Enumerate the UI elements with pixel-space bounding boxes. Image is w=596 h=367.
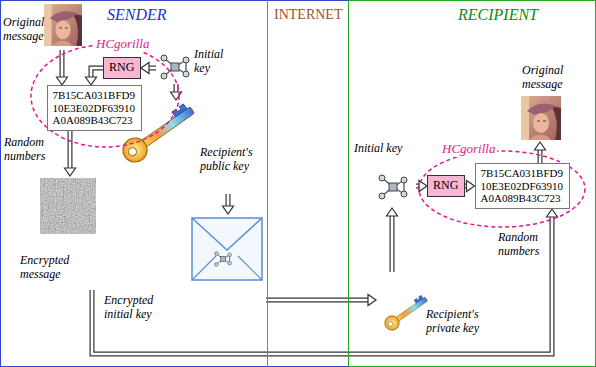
initial-key-icon: Initial key bbox=[156, 46, 242, 84]
encrypted-noise-image bbox=[40, 178, 96, 234]
arrow-shaft-outline bbox=[68, 131, 73, 169]
arrow-head bbox=[535, 142, 546, 150]
envelope-icon: Encrypted initial key bbox=[100, 214, 266, 328]
arrow-shaft-outline bbox=[149, 66, 157, 71]
rng-box: RNG bbox=[103, 57, 141, 79]
arrow-shaft-outline bbox=[92, 217, 552, 355]
arrow-shaft-core bbox=[69, 131, 72, 169]
rng-label: RNG bbox=[109, 61, 134, 75]
private-key-symbol bbox=[382, 293, 431, 333]
message-photo bbox=[44, 4, 82, 46]
hex-digits: 7B15CA031BFD9 10E3E02DF63910 A0A089B43C7… bbox=[53, 89, 136, 127]
envelope-symbol bbox=[192, 218, 262, 280]
arrow-shaft-core bbox=[175, 84, 178, 93]
flow-arrow bbox=[65, 131, 76, 176]
arrow-head bbox=[547, 209, 558, 217]
arrow-shaft-core bbox=[266, 299, 369, 302]
rng-box: RNG bbox=[427, 175, 465, 197]
icon-caption: Initial key bbox=[194, 48, 223, 76]
sender-zone: SENDEROriginal messageHCgorillaRNG7B15CA… bbox=[0, 0, 268, 367]
arrow-head bbox=[57, 77, 68, 85]
random-number-box: 7B15CA031BFD9 10E3E02DF63910 A0A089B43C7… bbox=[47, 85, 142, 131]
chip-name: HCgorilla bbox=[94, 37, 151, 52]
arrow-head bbox=[467, 181, 475, 192]
arrow-head bbox=[387, 208, 398, 216]
label-holder: Random numbers bbox=[4, 136, 45, 164]
icon-caption: Encrypted initial key bbox=[104, 294, 166, 322]
envelope-fold bbox=[192, 256, 262, 280]
arrow-shaft-core bbox=[227, 194, 230, 207]
flow-arrow bbox=[266, 295, 376, 306]
message-photo bbox=[521, 96, 561, 140]
flow-arrow bbox=[387, 208, 398, 272]
flow-arrow bbox=[92, 209, 558, 354]
envelope-flap bbox=[192, 218, 262, 250]
image-caption: Encrypted message bbox=[20, 254, 69, 282]
flow-arrow bbox=[86, 68, 104, 85]
encrypted-image: Encrypted message bbox=[16, 176, 100, 290]
message-image: Original message bbox=[500, 62, 586, 142]
flow-arrow bbox=[57, 50, 68, 85]
label-holder: Random numbers bbox=[498, 231, 539, 259]
zone-title: INTERNET bbox=[274, 7, 342, 23]
initial-key-symbol bbox=[161, 55, 189, 79]
icon-caption: Recipient's private key bbox=[426, 308, 496, 336]
arrow-head bbox=[171, 92, 182, 100]
arrow-shaft-outline bbox=[538, 150, 543, 164]
arrow-shaft-core bbox=[391, 216, 394, 273]
initial-key-symbol bbox=[379, 175, 407, 199]
random-number-box: 7B15CA031BFD9 10E3E02DF63910 A0A089B43C7… bbox=[475, 163, 570, 209]
envelope-body bbox=[192, 218, 262, 280]
arrow-shaft-outline bbox=[91, 68, 103, 78]
hcgorilla-chip: HCgorillaRNG7B15CA031BFD9 10E3E02DF63910… bbox=[30, 44, 180, 148]
recipient-zone: RECIPIENTOriginal messageHCgorillaRNG7B1… bbox=[348, 0, 596, 367]
image-caption: Original message bbox=[522, 64, 563, 92]
flow-arrow bbox=[141, 63, 156, 74]
chip-boundary bbox=[419, 151, 585, 227]
flow-arrow bbox=[465, 181, 475, 192]
output-caption: Random numbers bbox=[498, 231, 539, 259]
private-key-icon: Recipient's private key bbox=[376, 272, 494, 344]
flow-arrow bbox=[416, 181, 427, 192]
arrow-shaft-core bbox=[91, 68, 103, 78]
arrow-shaft-core bbox=[539, 150, 542, 164]
image-caption: Original message bbox=[3, 16, 44, 44]
rng-label: RNG bbox=[433, 179, 458, 193]
arrow-shaft-outline bbox=[390, 216, 395, 273]
hex-digits: 7B15CA031BFD9 10E3E02DF63910 A0A089B43C7… bbox=[481, 167, 564, 205]
icon-caption: Recipient's public key bbox=[200, 146, 264, 174]
public-key-icon: Recipient's public key bbox=[118, 100, 266, 194]
flow-arrow bbox=[171, 84, 182, 100]
arrow-shaft-outline bbox=[266, 298, 369, 303]
hcgorilla-chip: HCgorillaRNG7B15CA031BFD9 10E3E02DF63910… bbox=[418, 150, 586, 228]
icon-caption: Initial key bbox=[354, 142, 402, 156]
chip-boundary bbox=[31, 45, 179, 147]
chip-name: HCgorilla bbox=[440, 142, 497, 157]
arrow-head bbox=[86, 77, 97, 85]
output-caption: Random numbers bbox=[4, 136, 45, 164]
arrow-head bbox=[141, 63, 149, 74]
flow-arrow bbox=[223, 194, 234, 214]
arrow-head bbox=[65, 168, 76, 176]
message-image: Original message bbox=[2, 4, 84, 50]
initial-key-symbol bbox=[215, 252, 232, 266]
flow-arrow bbox=[535, 142, 546, 163]
arrow-shaft-core bbox=[149, 67, 157, 70]
initial-key-icon: Initial key bbox=[352, 142, 416, 208]
zone-title: RECIPIENT bbox=[458, 6, 538, 24]
zone-title: SENDER bbox=[107, 6, 167, 24]
internet-zone: INTERNET bbox=[267, 0, 349, 367]
arrow-shaft-outline bbox=[226, 194, 231, 207]
arrow-head bbox=[368, 295, 376, 306]
arrow-shaft-core bbox=[92, 217, 552, 355]
arrow-head bbox=[223, 206, 234, 214]
